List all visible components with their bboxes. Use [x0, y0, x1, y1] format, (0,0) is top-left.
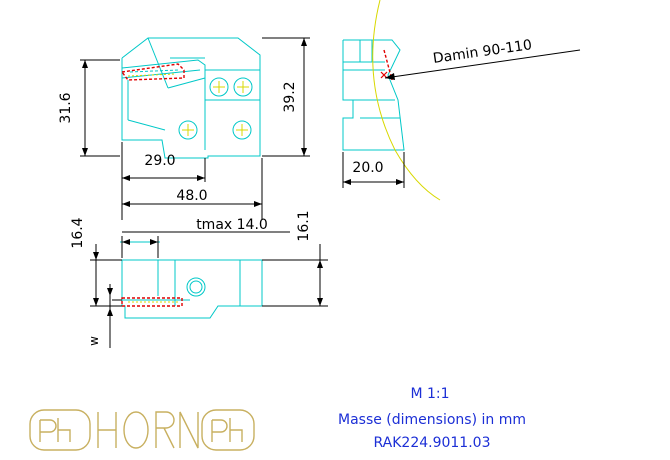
- top-dimensions: [90, 236, 328, 348]
- dim-31-6: 31.6: [58, 92, 74, 123]
- workpiece-arc: [372, 0, 441, 201]
- screw-centers: [182, 81, 249, 136]
- front-dimensions: [80, 37, 310, 233]
- scale-note: M 1:1: [410, 386, 449, 402]
- dim-16-4: 16.4: [70, 217, 86, 248]
- dim-29-0: 29.0: [144, 153, 175, 169]
- dim-48-0: 48.0: [176, 188, 207, 204]
- dim-w: w: [87, 336, 101, 346]
- horn-logo: [29, 409, 255, 451]
- dim-16-1: 16.1: [296, 210, 312, 241]
- side-view: [342, 39, 405, 151]
- dim-39-2: 39.2: [282, 81, 298, 112]
- units-note: Masse (dimensions) in mm: [338, 412, 526, 428]
- insert-top: [121, 297, 183, 307]
- top-view: [120, 241, 263, 319]
- damin-label: Damin 90-110: [432, 37, 533, 67]
- front-arrows: [82, 38, 307, 207]
- front-view: [121, 37, 261, 159]
- part-number: RAK224.9011.03: [374, 435, 491, 451]
- top-arrows: [93, 239, 323, 316]
- dim-20-0: 20.0: [352, 160, 383, 176]
- insert-front: [120, 63, 185, 81]
- dim-tmax: tmax 14.0: [196, 217, 268, 233]
- side-arrows: [343, 73, 404, 185]
